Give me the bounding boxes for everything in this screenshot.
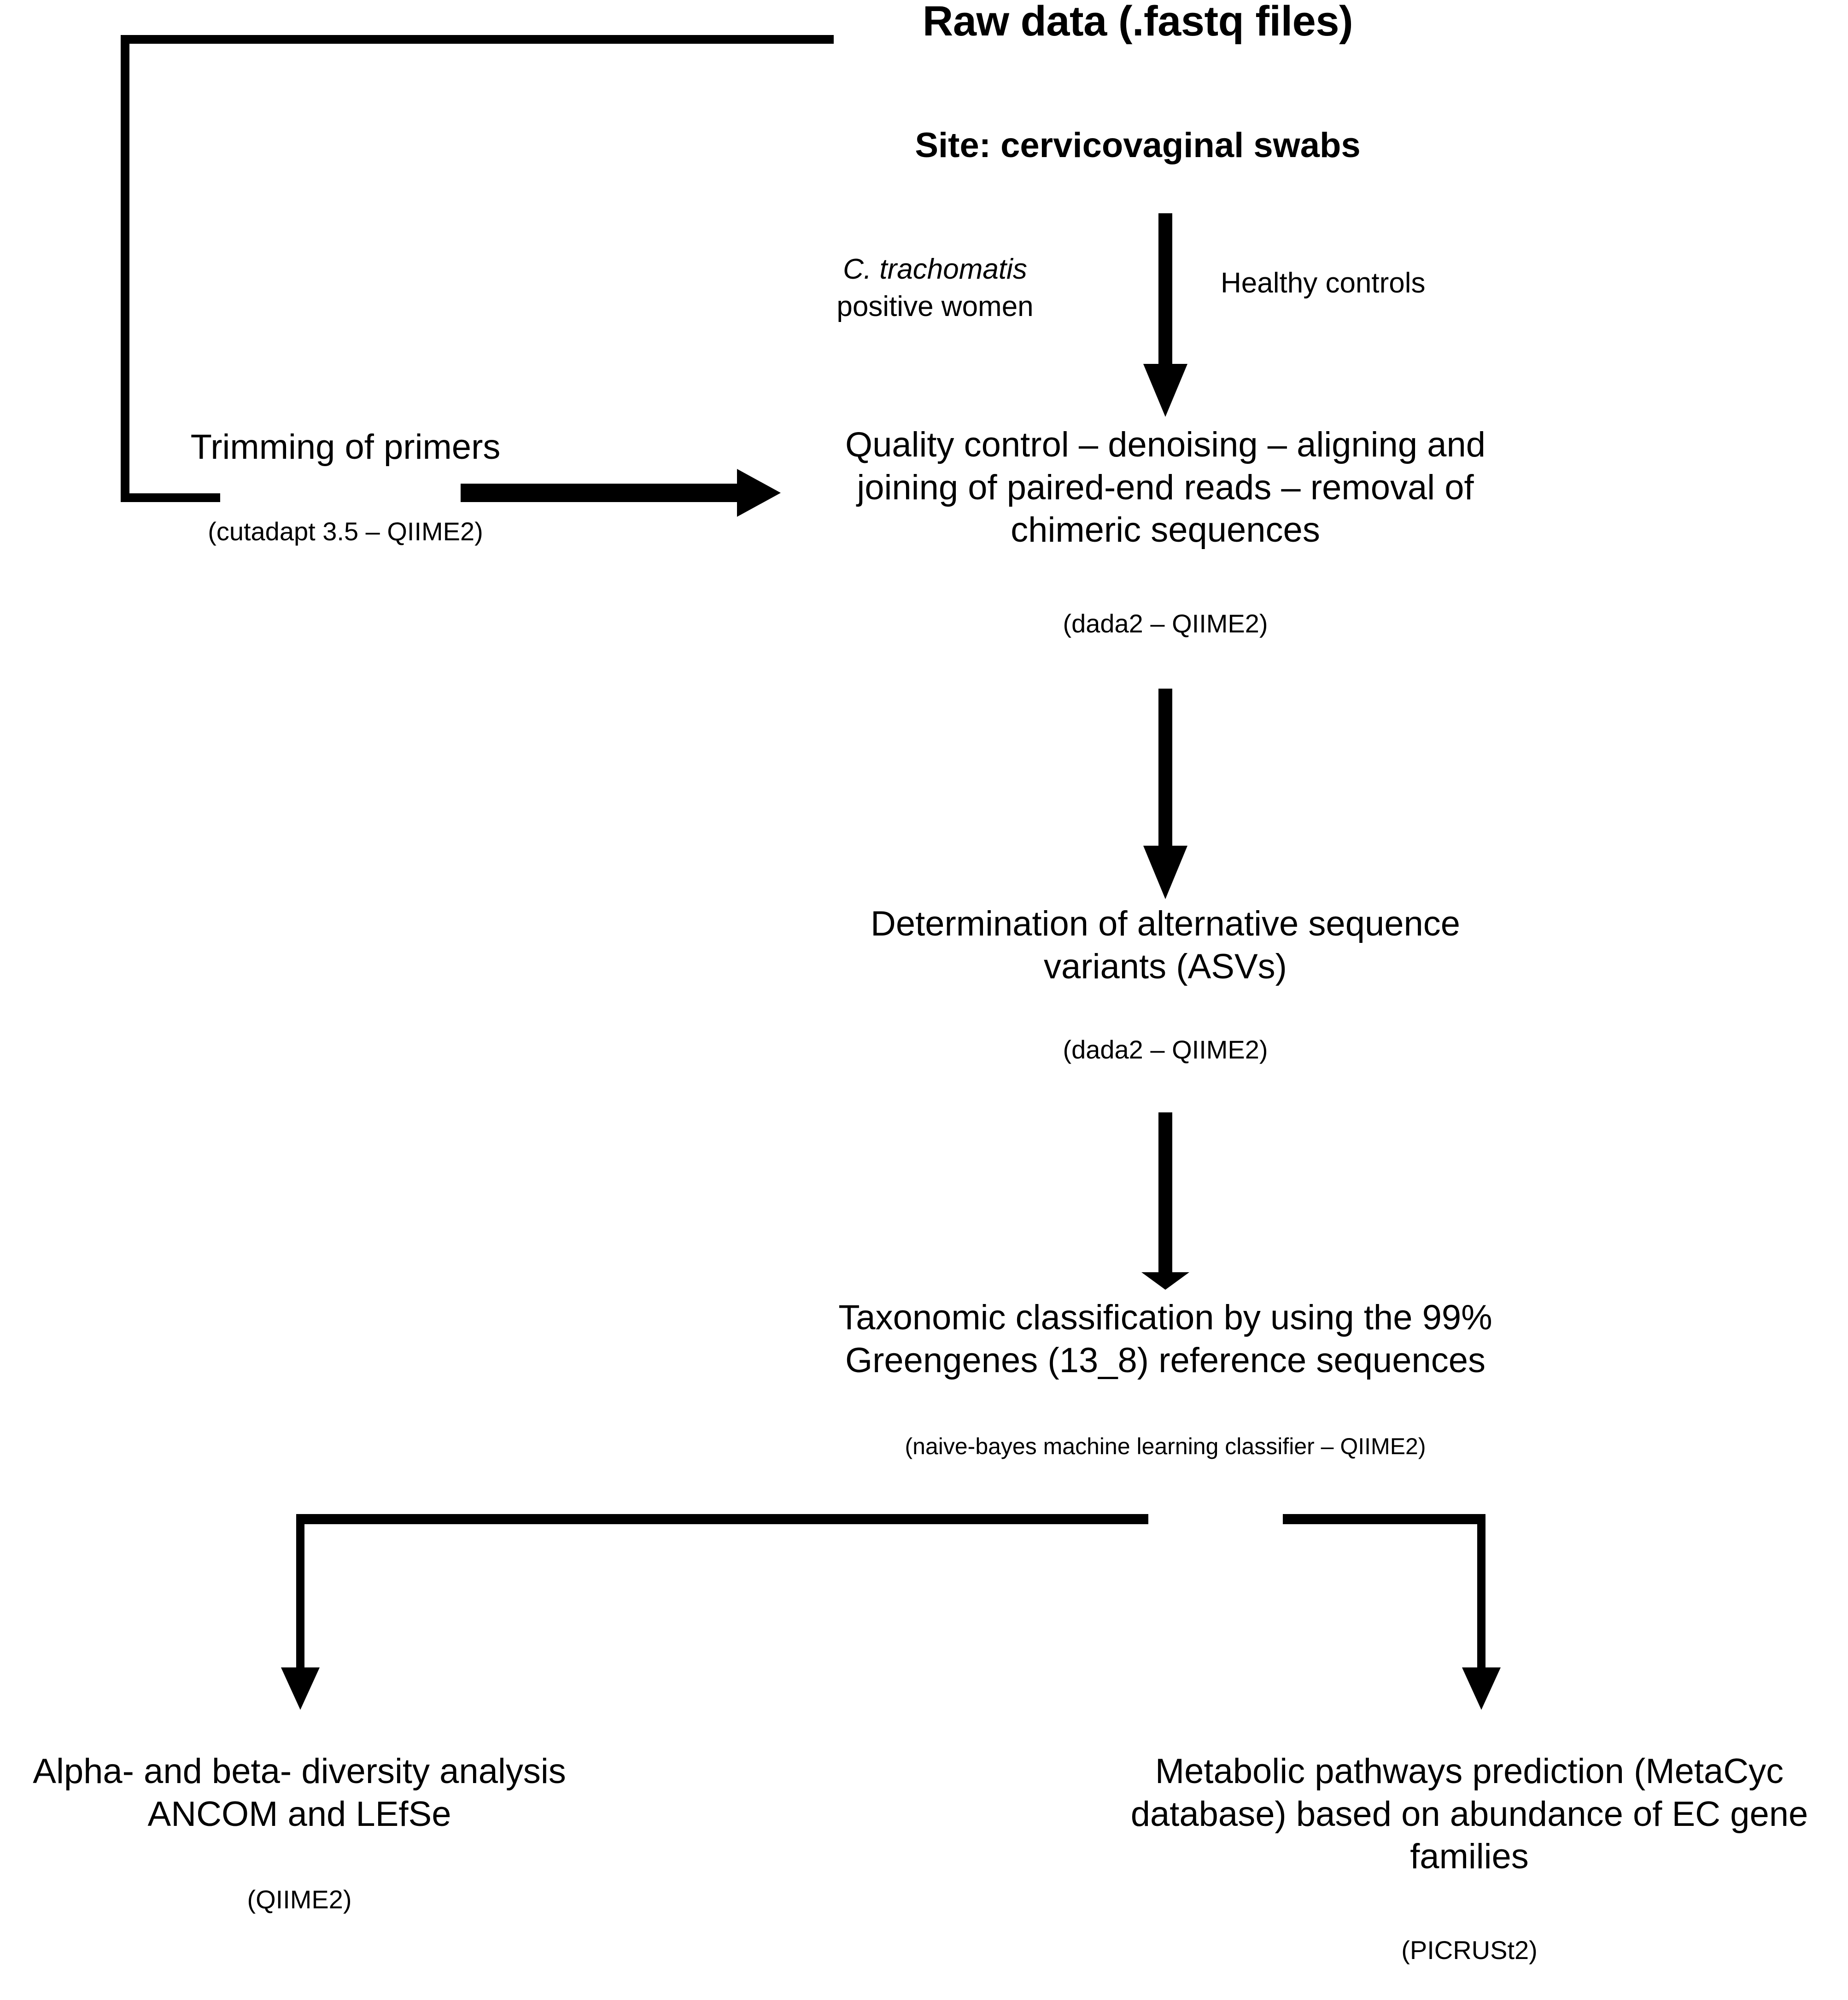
taxonomy-tool-label: (naive-bayes machine learning classifier… [905,1433,1426,1459]
pathways-line3: families [1410,1837,1529,1877]
connector-taxonomy-to-diversity [281,1514,1148,1710]
node-raw-data: Raw data (.fastq files) [861,0,1414,47]
node-quality-control-tool: (dada2 – QIIME2) [801,608,1529,639]
connector-site-to-quality-control [1143,213,1187,417]
node-pathways-tool: (PICRUSt2) [1096,1935,1842,1966]
raw-data-label: Raw data (.fastq files) [922,0,1353,45]
trimming-tool-label: (cutadapt 3.5 – QIIME2) [208,517,483,546]
pathways-line1: Metabolic pathways prediction (MetaCyc [1155,1752,1784,1791]
node-trimming-tool: (cutadapt 3.5 – QIIME2) [138,516,553,547]
node-asv-tool: (dada2 – QIIME2) [801,1034,1529,1065]
quality-control-line2: joining of paired-end reads – removal of [857,468,1474,507]
node-group-right: Healthy controls [1221,265,1479,302]
asv-tool-label: (dada2 – QIIME2) [1063,1035,1268,1064]
taxonomy-line2: Greengenes (13_8) reference sequences [845,1340,1485,1380]
node-group-left: C. trachomatis positive women [815,251,1055,325]
taxonomy-line1: Taxonomic classification by using the 99… [838,1298,1492,1337]
site-label: Site: cervicovaginal swabs [915,126,1361,165]
trimming-label: Trimming of primers [190,427,501,467]
node-diversity-tool: (QIIME2) [9,1884,590,1915]
group-right-label: Healthy controls [1221,267,1426,299]
node-asv: Determination of alternative sequence va… [801,903,1529,988]
quality-control-tool-label: (dada2 – QIIME2) [1063,609,1268,638]
connector-taxonomy-to-pathways [1283,1514,1501,1710]
diversity-line2: ANCOM and LEfSe [147,1794,451,1834]
node-diversity: Alpha- and beta- diversity analysis ANCO… [9,1750,590,1836]
node-quality-control: Quality control – denoising – aligning a… [801,424,1529,552]
group-left-line1: C. trachomatis [843,253,1027,285]
connector-trimming-to-quality-control [461,469,781,517]
quality-control-line3: chimeric sequences [1011,510,1320,550]
pathways-line2: database) based on abundance of EC gene [1130,1794,1808,1834]
node-trimming: Trimming of primers [138,426,553,469]
asv-line2: variants (ASVs) [1044,947,1287,986]
node-taxonomy: Taxonomic classification by using the 99… [765,1297,1566,1382]
connector-asv-to-taxonomy [1141,1112,1189,1290]
group-left-line2: positive women [836,290,1034,322]
quality-control-line1: Quality control – denoising – aligning a… [845,425,1486,464]
node-taxonomy-tool: (naive-bayes machine learning classifier… [737,1433,1594,1461]
pathways-tool-label: (PICRUSt2) [1401,1936,1538,1965]
asv-line1: Determination of alternative sequence [870,904,1461,943]
diversity-line1: Alpha- and beta- diversity analysis [33,1752,566,1791]
node-site: Site: cervicovaginal swabs [866,124,1409,167]
connector-quality-control-to-asv [1143,689,1187,899]
diversity-tool-label: (QIIME2) [247,1885,352,1914]
node-pathways: Metabolic pathways prediction (MetaCyc d… [1096,1750,1842,1878]
